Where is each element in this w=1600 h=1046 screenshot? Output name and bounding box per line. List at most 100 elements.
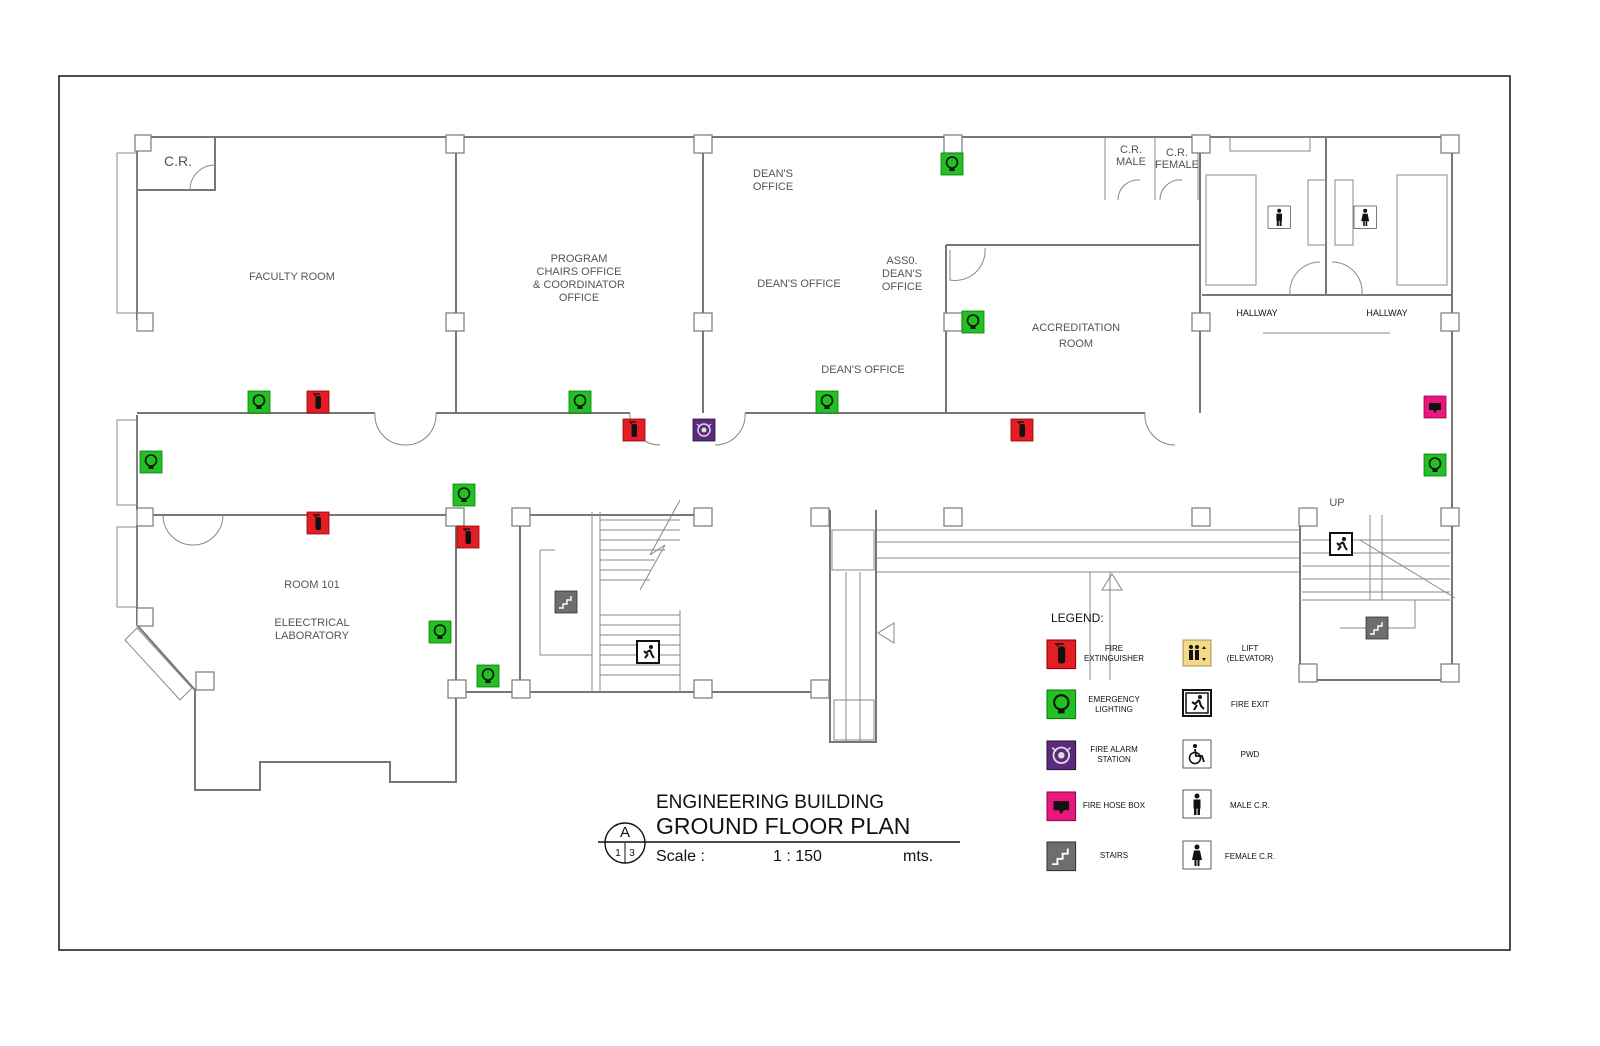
fire-extinguisher-icon <box>456 525 480 549</box>
accreditation-1: ACCREDITATION <box>1032 322 1120 334</box>
hallway-2: HALLWAY <box>1366 308 1407 318</box>
legend-item-fire-extinguisher: FIRE EXTINGUISHER <box>1046 639 1144 670</box>
legend-item-lift: LIFT (ELEVATOR) <box>1182 639 1274 667</box>
legend-heading: LEGEND: <box>1051 611 1104 625</box>
emergency-lighting-icon <box>428 620 452 644</box>
fire-alarm-station-icon <box>1046 740 1077 771</box>
cr-male-2: MALE <box>1116 156 1146 168</box>
legend-label: FIRE <box>1105 644 1123 653</box>
fire-extinguisher-icon <box>306 390 330 414</box>
building-walls <box>116 136 1456 791</box>
emergency-lighting-icon <box>139 450 163 474</box>
legend-label: MALE C.R. <box>1230 801 1270 810</box>
room-101: ROOM 101 <box>284 579 340 591</box>
program-label-3: & COORDINATOR <box>533 279 625 291</box>
fire-exit-icon <box>1329 532 1353 556</box>
legend-label: FEMALE C.R. <box>1225 852 1275 861</box>
asso-deans-1: ASS0. <box>886 255 917 267</box>
lift-icon <box>1182 639 1212 667</box>
sheet-border <box>58 75 1511 951</box>
title-block: ENGINEERING BUILDING GROUND FLOOR PLAN A… <box>598 792 960 865</box>
legend-label: LIFT <box>1242 644 1259 653</box>
legend: LEGEND: FIRE EXTINGUISHER EMERGENCY LIGH… <box>1045 611 1275 872</box>
legend-item-fire-exit: FIRE EXIT <box>1182 689 1269 717</box>
section-letter: A <box>620 824 630 841</box>
deans-office-b: DEAN'S OFFICE <box>757 278 840 290</box>
stairs-icon <box>1365 616 1389 640</box>
legend-label: STATION <box>1097 755 1131 764</box>
asso-deans-2: DEAN'S <box>882 268 922 280</box>
fire-hose-box-icon <box>1423 395 1447 419</box>
cr-male-1: C.R. <box>1120 144 1142 156</box>
fire-extinguisher-icon <box>1046 639 1077 670</box>
cr-label: C.R. <box>164 153 192 169</box>
emergency-lighting-icon <box>1423 453 1447 477</box>
legend-label: LIGHTING <box>1095 705 1133 714</box>
section-num-left: 1 <box>615 848 621 859</box>
legend-label: EMERGENCY <box>1088 695 1140 704</box>
legend-item-fire-hose-box: FIRE HOSE BOX <box>1046 791 1146 822</box>
scale-label: Scale : <box>656 848 705 865</box>
room-labels: C.R. FACULTY ROOM PROGRAM CHAIRS OFFICE … <box>164 144 1408 642</box>
emergency-lighting-icon <box>815 390 839 414</box>
section-marker: A 1 3 <box>604 822 646 864</box>
program-label-2: CHAIRS OFFICE <box>537 266 622 278</box>
legend-item-fire-alarm-station: FIRE ALARM STATION <box>1046 740 1138 771</box>
deans-office-a-1: DEAN'S <box>753 168 793 180</box>
legend-item-stairs: STAIRS <box>1046 841 1128 872</box>
emergency-lighting-icon <box>476 664 500 688</box>
deans-office-c: DEAN'S OFFICE <box>821 364 904 376</box>
male-cr-icon <box>1182 789 1212 819</box>
program-label-1: PROGRAM <box>551 253 608 265</box>
scale-value: 1 : 150 <box>773 848 822 865</box>
plan-symbols <box>139 152 1447 688</box>
elec-lab-2: LABORATORY <box>275 630 350 642</box>
cr-female-2: FEMALE <box>1155 159 1199 171</box>
female-cr-icon <box>1353 205 1377 229</box>
female-cr-icon <box>1182 840 1212 870</box>
emergency-lighting-icon <box>247 390 271 414</box>
fire-hose-box-icon <box>1046 791 1077 822</box>
program-label-4: OFFICE <box>559 292 599 304</box>
pwd-icon <box>1182 739 1212 769</box>
legend-label: FIRE HOSE BOX <box>1083 801 1146 810</box>
structural-columns <box>134 134 1460 699</box>
legend-item-female-cr: FEMALE C.R. <box>1182 840 1275 870</box>
cr-female-1: C.R. <box>1166 147 1188 159</box>
legend-label: STAIRS <box>1100 851 1128 860</box>
male-cr-icon <box>1267 205 1291 229</box>
legend-item-emergency-lighting: EMERGENCY LIGHTING <box>1045 688 1140 720</box>
fire-alarm-station-icon <box>692 418 716 442</box>
section-num-right: 3 <box>629 848 635 859</box>
fire-extinguisher-icon <box>306 511 330 535</box>
faculty-room-label: FACULTY ROOM <box>249 271 335 283</box>
elec-lab-1: ELEECTRICAL <box>274 617 349 629</box>
accreditation-2: ROOM <box>1059 338 1093 350</box>
legend-item-male-cr: MALE C.R. <box>1182 789 1270 819</box>
deans-office-a-2: OFFICE <box>753 181 793 193</box>
fire-extinguisher-icon <box>1010 418 1034 442</box>
legend-label: (ELEVATOR) <box>1227 654 1274 663</box>
emergency-lighting-icon <box>452 483 476 507</box>
stairs-icon <box>1046 841 1077 872</box>
up-label: UP <box>1329 497 1344 509</box>
legend-label: FIRE EXIT <box>1231 700 1269 709</box>
asso-deans-3: OFFICE <box>882 281 922 293</box>
emergency-lighting-icon <box>940 152 964 176</box>
fire-exit-icon <box>1182 689 1212 717</box>
stairs-icon <box>554 590 578 614</box>
legend-label: FIRE ALARM <box>1090 745 1138 754</box>
title-line1: ENGINEERING BUILDING <box>656 792 884 813</box>
fire-exit-icon <box>636 640 660 664</box>
emergency-lighting-icon <box>961 310 985 334</box>
hallway-1: HALLWAY <box>1236 308 1277 318</box>
fire-extinguisher-icon <box>622 418 646 442</box>
legend-item-pwd: PWD <box>1182 739 1260 769</box>
legend-label: PWD <box>1241 750 1260 759</box>
emergency-lighting-icon <box>1045 688 1077 720</box>
scale-unit: mts. <box>903 848 933 865</box>
title-line2: GROUND FLOOR PLAN <box>656 813 910 839</box>
emergency-lighting-icon <box>568 390 592 414</box>
legend-label: EXTINGUISHER <box>1084 654 1144 663</box>
